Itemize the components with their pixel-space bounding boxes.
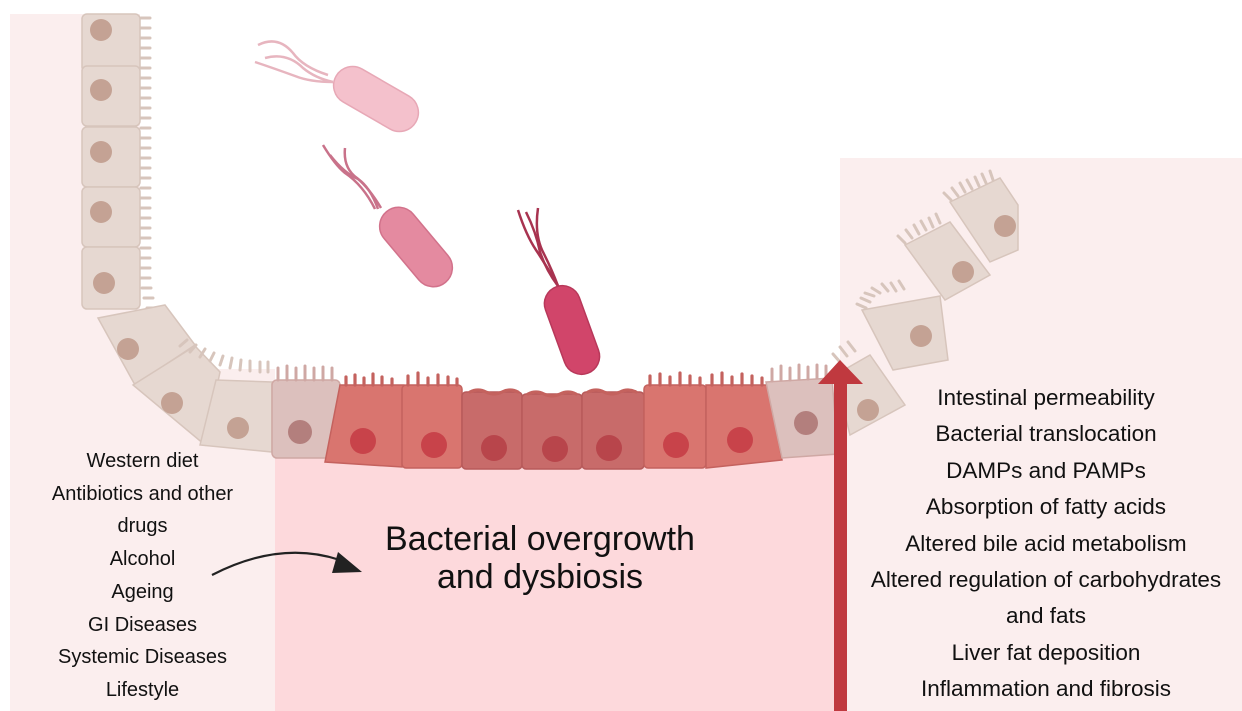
damaged-epithelial-cell-icon [325,385,404,467]
consequence-item: and fats [850,598,1242,634]
risk-factor-item: Antibiotics and other [20,478,265,511]
epithelial-cell-icon [82,14,140,72]
risk-factor-item: Alcohol [20,543,265,576]
risk-factor-item: Ageing [20,576,265,609]
epithelial-cell-icon [82,187,140,247]
consequence-item: Altered regulation of carbohydrates [850,562,1242,598]
consequence-item: DAMPs and PAMPs [850,453,1242,489]
damaged-epithelial-cell-icon [462,392,522,469]
damaged-epithelial-cell-icon [522,394,582,469]
risk-factor-item: drugs [20,510,265,543]
damaged-epithelial-cell-icon [644,385,706,468]
consequence-item: Altered bile acid metabolism [850,526,1242,562]
risk-factor-item: GI Diseases [20,609,265,642]
epithelial-cell-icon [82,127,140,187]
consequences-list: Intestinal permeability Bacterial transl… [850,380,1242,708]
risk-factor-item: Systemic Diseases [20,641,265,674]
epithelial-cell-icon [82,66,140,126]
center-title-line1: Bacterial overgrowth [345,520,735,558]
risk-factor-item: Lifestyle [20,674,265,707]
epithelial-cell-icon [82,247,140,309]
center-title-line2: and dysbiosis [345,558,735,596]
lumen-bg [140,14,840,369]
center-title: Bacterial overgrowth and dysbiosis [345,520,735,596]
damaged-epithelial-cell-icon [402,385,462,468]
damaged-epithelial-cell-icon [582,392,644,469]
bottom-epithelium-row [272,365,838,469]
consequence-item: Intestinal permeability [850,380,1242,416]
consequence-item: Bacterial translocation [850,416,1242,452]
consequence-item: Inflammation and fibrosis [850,671,1242,707]
risk-factors-list: Western diet Antibiotics and other drugs… [20,445,265,707]
consequence-item: Liver fat deposition [850,635,1242,671]
risk-factor-item: Western diet [20,445,265,478]
consequence-item: Absorption of fatty acids [850,489,1242,525]
